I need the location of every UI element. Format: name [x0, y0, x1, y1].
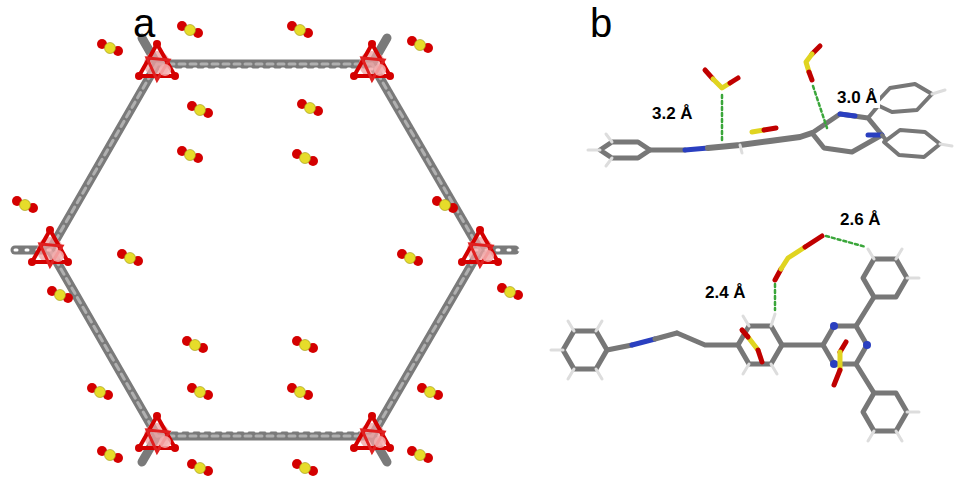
distance-label: 3.0 Å [835, 88, 880, 108]
so2-molecules [12, 21, 523, 476]
distance-label: 2.4 Å [703, 283, 748, 303]
framework-linkers [10, 38, 522, 462]
molecule-top-view [551, 236, 919, 441]
panel-label: a [133, 0, 155, 46]
metal-clusters [28, 40, 502, 452]
molecule-side-view [588, 46, 952, 166]
distance-label: 3.2 Å [650, 104, 695, 124]
distance-label: 2.6 Å [838, 210, 883, 230]
panel-label: b [590, 0, 612, 46]
